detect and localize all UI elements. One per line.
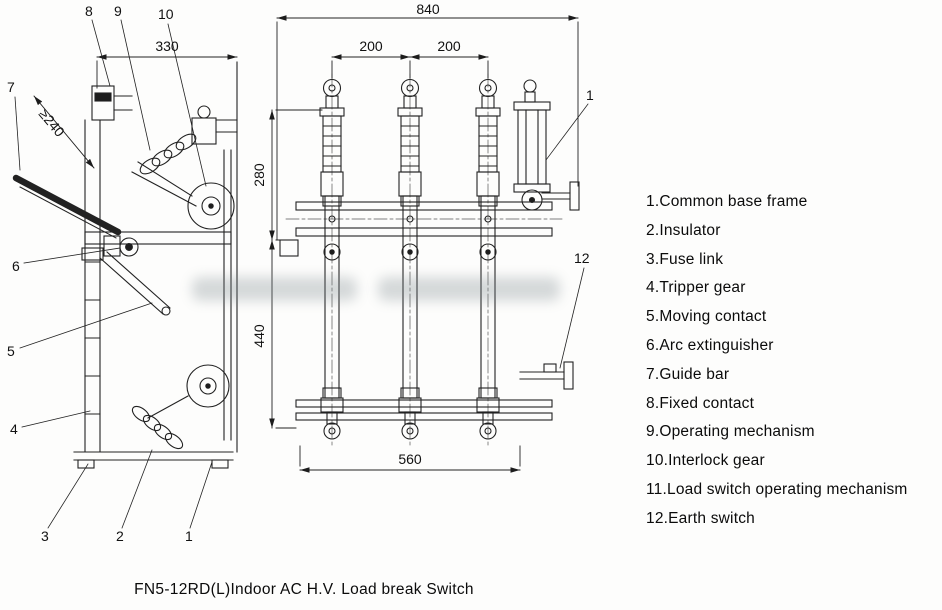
front-view (279, 73, 580, 449)
callout-12: 12 (574, 250, 590, 266)
dim-280-440 (269, 109, 323, 429)
dim-240 (33, 95, 95, 169)
dim-280-label: 280 (251, 163, 267, 187)
drawing-labels: 840 330 200 200 280 440 560 ≥240 8 9 10 … (7, 1, 594, 544)
legend-item-10: 10.Interlock gear (646, 452, 765, 470)
callout-7: 7 (7, 79, 15, 95)
dimensions (33, 15, 579, 473)
callout-5: 5 (7, 343, 15, 359)
dim-200-200 (331, 54, 489, 79)
callout-1-right: 1 (586, 87, 594, 103)
dim-560 (299, 445, 521, 473)
legend-item-5: 5.Moving contact (646, 308, 767, 326)
dim-440-label: 440 (251, 324, 267, 348)
callout-6: 6 (12, 258, 20, 274)
dim-240-label: ≥240 (36, 106, 68, 140)
parts-legend: 1.Common base frame 2.Insulator 3.Fuse l… (646, 188, 908, 534)
callout-leaders (14, 19, 589, 529)
legend-item-12: 12.Earth switch (646, 509, 755, 527)
legend-item-2: 2.Insulator (646, 221, 721, 239)
side-view (12, 61, 238, 469)
dim-200-label-1: 200 (359, 38, 383, 54)
dim-330 (96, 54, 238, 89)
legend-item-6: 6.Arc extinguisher (646, 336, 774, 354)
legend-item-8: 8.Fixed contact (646, 394, 755, 412)
callout-1-left: 1 (185, 528, 193, 544)
callout-2: 2 (116, 528, 124, 544)
dim-330-label: 330 (155, 38, 179, 54)
earth-switch-shaft (519, 361, 574, 390)
dim-840 (276, 15, 579, 241)
callout-10: 10 (158, 6, 174, 22)
callout-3: 3 (41, 528, 49, 544)
dim-200-label-2: 200 (437, 38, 461, 54)
dim-840-label: 840 (416, 1, 440, 17)
load-switch-mechanism (513, 79, 580, 211)
legend-item-11: 11.Load switch operating mechanism (646, 480, 908, 498)
callout-4: 4 (10, 421, 18, 437)
legend-item-7: 7.Guide bar (646, 365, 730, 383)
callout-9: 9 (114, 3, 122, 19)
watermark-blob (192, 277, 357, 301)
legend-item-9: 9.Operating mechanism (646, 423, 815, 441)
center-lines (285, 73, 563, 449)
watermark-blob (378, 277, 560, 301)
diagram-caption: FN5-12RD(L)Indoor AC H.V. Load break Swi… (134, 581, 474, 598)
legend-item-3: 3.Fuse link (646, 250, 724, 268)
dim-560-label: 560 (398, 451, 422, 467)
legend-item-1: 1.Common base frame (646, 193, 808, 210)
legend-item-4: 4.Tripper gear (646, 279, 746, 297)
callout-8: 8 (85, 3, 93, 19)
